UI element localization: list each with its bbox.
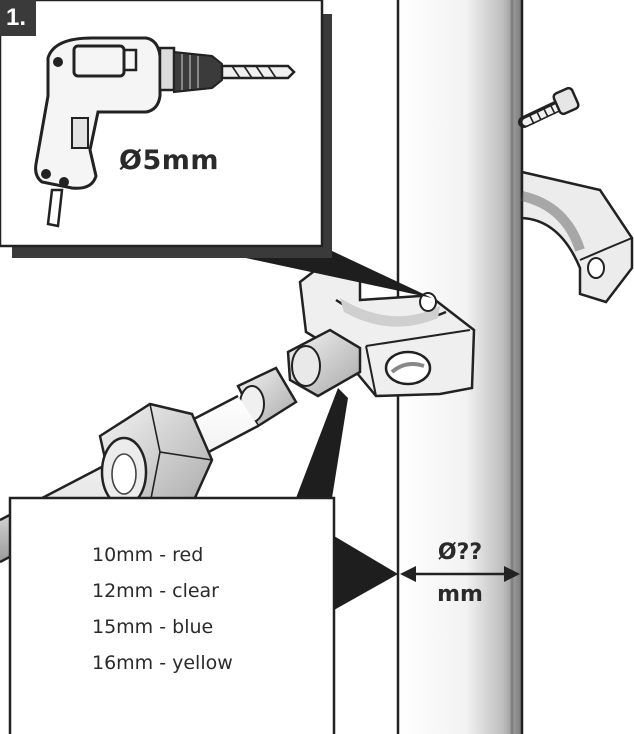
callout-pointer-legend [296, 388, 348, 498]
colour-guide-list: 10mm - red 12mm - clear 15mm - blue 16mm… [92, 540, 233, 684]
colour-guide-box [8, 496, 398, 734]
drill-bit-size-label: Ø5mm [119, 145, 220, 176]
pipe-diameter-unit: mm [437, 582, 483, 607]
clamp-back-half [520, 170, 634, 304]
callout-pointer-drill [218, 250, 432, 298]
colour-guide-item: 16mm - yellow [92, 652, 233, 674]
clamp-screw [518, 86, 580, 128]
drill-icon [34, 36, 296, 228]
hex-nut [98, 402, 214, 516]
step-number-badge: 1. [0, 0, 36, 36]
colour-guide-item: 15mm - blue [92, 616, 214, 638]
pipe-diameter-label: Ø?? [437, 540, 483, 565]
colour-guide-item: 10mm - red [92, 544, 204, 566]
pipe-diameter-arrow [400, 566, 520, 582]
colour-guide-item: 12mm - clear [92, 580, 219, 602]
compression-fittings [236, 328, 362, 428]
